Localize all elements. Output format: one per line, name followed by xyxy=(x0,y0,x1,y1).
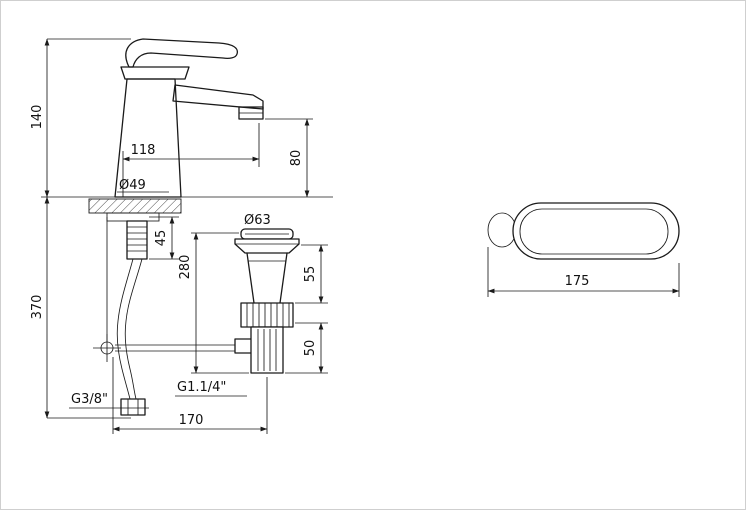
label-g114-thread: G1.1/4" xyxy=(177,380,226,395)
waste-coupling-nut xyxy=(240,302,294,328)
shank-threads xyxy=(127,226,147,252)
handle-top-view: 175 xyxy=(487,202,680,297)
dim-label-45: 45 xyxy=(154,230,169,247)
waste-tailpiece xyxy=(250,326,284,374)
dim-label-55: 55 xyxy=(303,266,318,283)
dim-label-d63: Ø63 xyxy=(244,213,271,228)
dimensions-front-view: 140 370 118 80 Ø49 45 280 Ø63 55 xyxy=(30,38,328,434)
handle-inner-contour xyxy=(519,208,669,255)
dim-label-d49: Ø49 xyxy=(119,178,146,193)
handle-ring xyxy=(487,212,517,248)
spout-outline xyxy=(172,84,264,110)
dim-label-280: 280 xyxy=(178,255,193,280)
tailpiece-threads xyxy=(257,329,277,371)
counter-slab-hatched xyxy=(88,198,182,214)
dim-label-170: 170 xyxy=(179,413,204,428)
waste-body-right xyxy=(279,252,288,304)
label-g38-thread: G3/8" xyxy=(71,392,108,407)
hose-nut xyxy=(120,398,146,416)
rod-boss xyxy=(234,338,254,354)
dim-label-370: 370 xyxy=(30,295,45,320)
handle-base-outline xyxy=(120,66,190,80)
dim-label-175: 175 xyxy=(565,274,590,289)
flex-hose-right xyxy=(124,258,143,400)
handle-outer-outline xyxy=(512,202,680,260)
faucet-front-view xyxy=(41,38,333,416)
dim-label-140: 140 xyxy=(30,105,45,130)
dim-label-118: 118 xyxy=(131,143,156,158)
threaded-shank xyxy=(126,220,148,260)
flex-hose-left xyxy=(116,258,134,400)
waste-flange xyxy=(234,238,300,254)
dim-label-80: 80 xyxy=(289,150,304,167)
tee-fitting xyxy=(93,334,121,362)
coupling-knurl-lines xyxy=(246,303,290,327)
handle-lever-outline xyxy=(125,38,239,68)
dim-label-50: 50 xyxy=(303,340,318,357)
popup-waste-assembly xyxy=(234,228,300,374)
waste-body-left xyxy=(246,252,255,304)
